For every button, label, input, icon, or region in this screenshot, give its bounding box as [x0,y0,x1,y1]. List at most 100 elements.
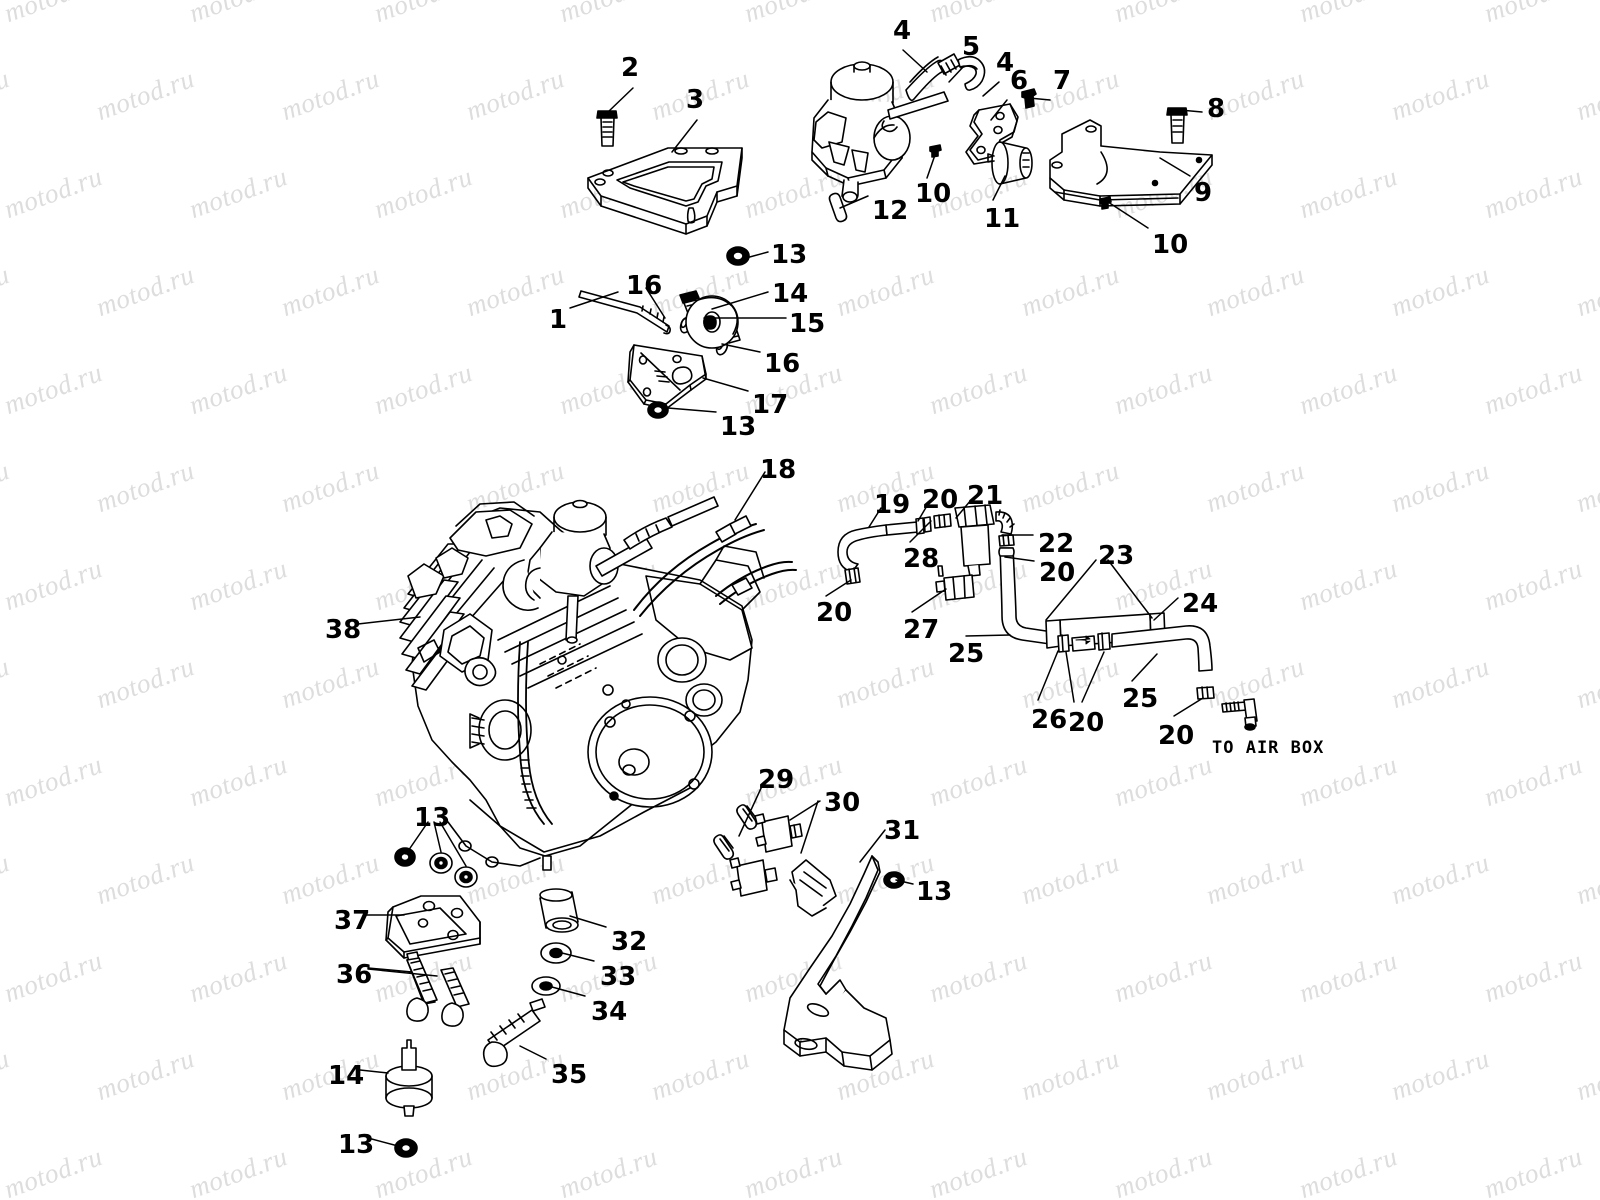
part-13-nut-31 [883,871,905,889]
callout-number-21: 21 [967,481,1004,511]
callout-number-1: 1 [549,305,568,335]
part-3-mount-bracket [587,147,743,235]
part-32-spacer [539,888,579,933]
callout-number-23: 23 [1098,541,1135,571]
part-17-bracket [627,344,707,410]
callout-number-13a: 13 [771,240,808,270]
leader-line-33 [561,952,595,962]
part-1-rod [578,290,671,335]
leader-line-10b [926,151,937,179]
leader-line-1 [569,291,619,309]
callout-number-12: 12 [872,196,909,226]
airbox-fitting [1221,698,1258,731]
callout-number-32: 32 [611,927,648,957]
callout-number-22: 22 [1038,529,1075,559]
leader-line-3 [671,119,698,153]
leader-line-13g [367,1137,399,1147]
part-11-damper [987,141,1033,185]
leader-line-24 [1153,597,1179,621]
leader-line-23 [1045,559,1097,621]
callout-number-13d: 13 [414,803,451,833]
leader-line-7 [1028,97,1051,101]
part-14-rubber-mount-lower [385,1039,433,1117]
leader-line-19 [868,507,882,528]
part-26-check-valve [1071,635,1096,652]
callout-number-34: 34 [591,997,628,1027]
callout-number-26: 26 [1031,705,1068,735]
leader-line-31 [859,829,886,863]
leader-line-4 [902,49,928,73]
callout-number-20b: 20 [1039,558,1076,588]
callout-number-20d: 20 [1068,708,1105,738]
callout-number-35: 35 [551,1060,588,1090]
callout-number-11: 11 [984,204,1021,234]
part-21-valve [954,504,995,577]
leader-line-2 [607,87,634,113]
callout-number-31: 31 [884,816,921,846]
part-27-sensor [935,565,975,601]
leader-line-13d [405,821,429,855]
leader-line-20d [1065,651,1075,703]
leader-line-9 [1159,157,1191,177]
leader-line-20a [917,503,929,522]
callout-number-16a: 16 [626,271,663,301]
leader-line-13c [895,879,914,885]
leader-line-5 [948,65,965,83]
callout-number-38: 38 [325,615,362,645]
leader-line-12 [839,195,869,209]
callout-number-37: 37 [334,906,371,936]
leader-line-16b [721,343,761,353]
callout-number-14: 14 [772,279,809,309]
part-37-mount-bracket [385,895,481,959]
part-20-clamp-d [1057,634,1070,653]
leader-line-36 [367,967,413,973]
leader-line-36b [367,968,438,977]
callout-number-20a: 20 [922,485,959,515]
callout-number-29: 29 [758,765,795,795]
part-25-hose-b [1111,625,1213,672]
callout-number-28: 28 [903,544,940,574]
callout-number-13g: 13 [338,1130,375,1160]
leader-line-25a [965,634,1011,637]
callout-number-5: 5 [962,32,981,62]
leader-line-18 [734,471,766,521]
leader-line-28 [909,520,932,543]
callout-number-25a: 25 [948,639,985,669]
leader-line-13a [745,251,769,259]
leader-line-11 [992,175,1006,201]
callout-number-18: 18 [760,455,797,485]
callout-number-20c: 20 [816,598,853,628]
leader-line-21 [955,499,972,519]
part-12-pin [828,192,848,223]
callout-number-10b: 10 [915,179,952,209]
part-30-relay-upper [754,813,803,853]
callout-number-30: 30 [824,788,861,818]
callout-number-14b: 14 [328,1061,365,1091]
part-20-clamp-f [1196,686,1215,700]
callout-number-6: 6 [1010,66,1029,96]
callout-number-19: 19 [874,490,911,520]
leader-line-23b [1107,559,1153,619]
part-36-bolts [406,951,470,1027]
leader-line-10 [1107,201,1149,229]
callout-number-4: 4 [893,16,912,46]
leader-line-16a [645,287,666,319]
callout-number-17: 17 [752,390,789,420]
leader-line-27 [911,588,947,613]
callout-number-10: 10 [1152,230,1189,260]
callout-number-20f: 20 [1158,721,1195,751]
callout-number-24: 24 [1182,589,1219,619]
leader-line-26 [1037,650,1059,701]
part-13-nut-upper [726,246,750,266]
part-20-clamp-a [844,567,861,585]
callout-number-9: 9 [1194,178,1213,208]
leader-line-30 [789,800,821,821]
part-9-bracket [1049,119,1213,207]
leader-line-13f [439,821,467,867]
leader-line-20e [1081,651,1105,703]
callout-number-16b: 16 [764,349,801,379]
part-34-washer [531,976,561,996]
leader-line-13e [433,821,442,853]
